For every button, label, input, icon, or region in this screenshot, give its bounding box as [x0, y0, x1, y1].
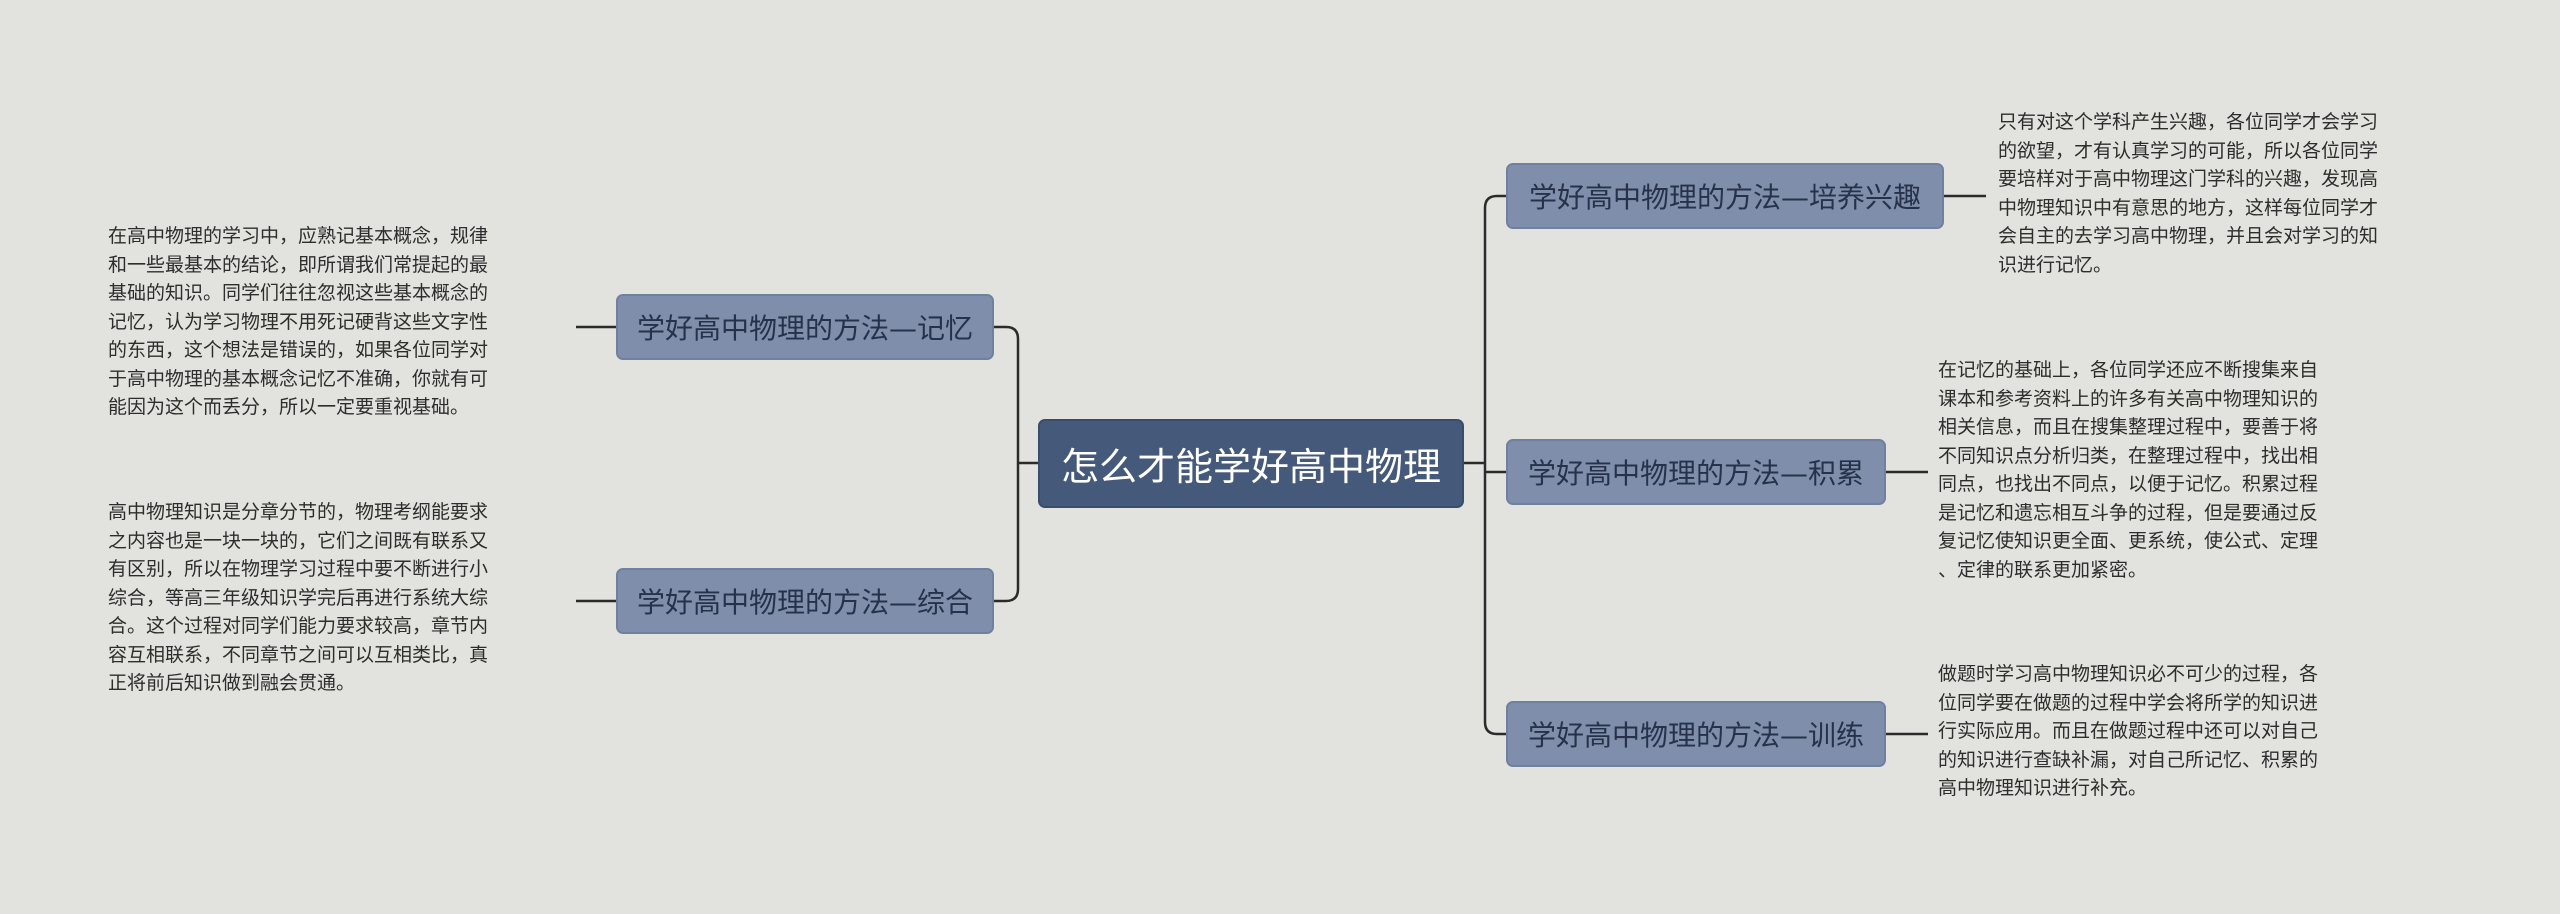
connector-left-trunk — [994, 325, 1020, 603]
connector-right-trunk — [1483, 194, 1506, 736]
branch-node-interest[interactable]: 学好高中物理的方法—培养兴趣 — [1506, 163, 1944, 229]
leaf-text-accumulation: 在记忆的基础上，各位同学还应不断搜集来自 课本和参考资料上的许多有关高中物理知识… — [1938, 359, 2319, 581]
leaf-text-interest: 只有对这个学科产生兴趣，各位同学才会学习 的欲望，才有认真学习的可能，所以各位同… — [1998, 111, 2379, 276]
branch-node-synthesis[interactable]: 学好高中物理的方法—综合 — [616, 568, 994, 634]
branch-node-accumulation[interactable]: 学好高中物理的方法—积累 — [1506, 439, 1886, 505]
leaf-text-training: 做题时学习高中物理知识必不可少的过程，各 位同学要在做题的过程中学会将所学的知识… — [1938, 663, 2319, 799]
branch-node-memory[interactable]: 学好高中物理的方法—记忆 — [616, 294, 994, 360]
branch-node-training[interactable]: 学好高中物理的方法—训练 — [1506, 701, 1886, 767]
root-node[interactable]: 怎么才能学好高中物理 — [1038, 419, 1464, 508]
leaf-text-synthesis: 高中物理知识是分章分节的，物理考纲能要求 之内容也是一块一块的，它们之间既有联系… — [108, 501, 489, 694]
leaf-text-memory: 在高中物理的学习中，应熟记基本概念，规律 和一些最基本的结论，即所谓我们常提起的… — [108, 225, 489, 418]
